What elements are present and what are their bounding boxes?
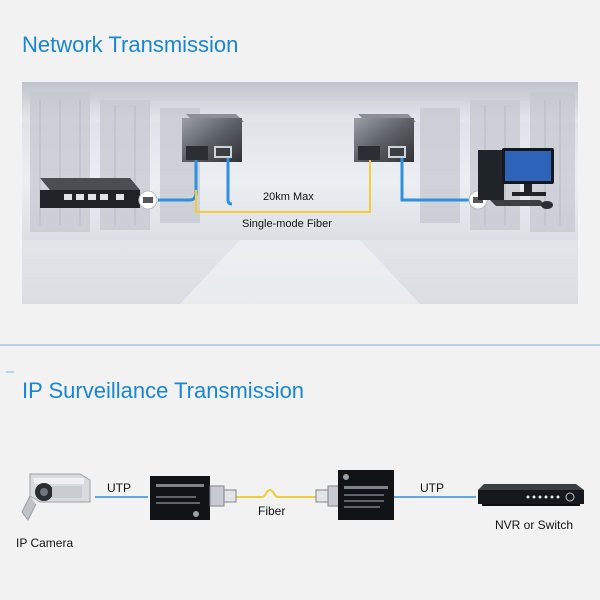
utp-label-right: UTP bbox=[420, 481, 444, 495]
fiber-label: Fiber bbox=[258, 504, 286, 518]
single-mode-fiber-line bbox=[195, 160, 371, 213]
ip-camera-icon bbox=[21, 473, 91, 521]
bottom-cables bbox=[95, 488, 476, 498]
converter-bottom-right bbox=[315, 470, 394, 520]
ip-camera-label: IP Camera bbox=[16, 536, 74, 550]
nvr-label: NVR or Switch bbox=[495, 518, 574, 532]
fiber-line bbox=[236, 488, 316, 498]
distance-label: 20km Max bbox=[263, 191, 314, 203]
media-converter-right bbox=[354, 114, 416, 162]
network-switch bbox=[40, 178, 140, 208]
utp-cable-right bbox=[400, 158, 470, 202]
media-converter-left bbox=[182, 114, 244, 162]
rj45-port-icon bbox=[138, 190, 158, 210]
network-transmission-title: Network Transmission bbox=[22, 32, 239, 57]
single-mode-fiber-label: Single-mode Fiber bbox=[242, 218, 332, 230]
desktop-computer bbox=[478, 148, 554, 209]
utp-label-left: UTP bbox=[107, 481, 131, 495]
utp-stub-left bbox=[226, 158, 233, 206]
ip-surveillance-title: IP Surveillance Transmission bbox=[22, 378, 305, 403]
converter-bottom-left bbox=[150, 476, 237, 520]
nvr-device-icon bbox=[478, 484, 584, 506]
top-cables bbox=[158, 158, 470, 213]
